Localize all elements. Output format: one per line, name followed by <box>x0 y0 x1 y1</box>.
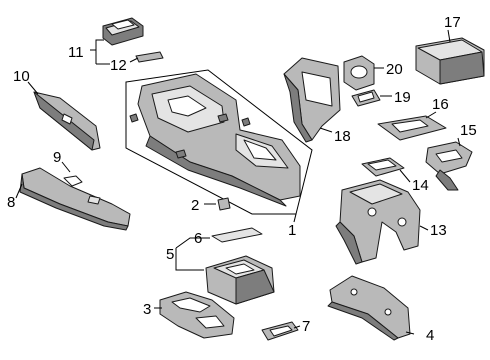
part-armrest-lid <box>415 37 485 85</box>
callout-15: 15 <box>460 122 477 139</box>
callout-14: 14 <box>412 177 429 194</box>
callout-19: 19 <box>394 89 411 106</box>
callout-16: 16 <box>432 96 449 113</box>
part-lower-side-trim <box>19 167 131 231</box>
part-small-bracket <box>351 89 381 107</box>
callout-3: 3 <box>143 301 151 318</box>
callout-2: 2 <box>191 197 199 214</box>
callout-20: 20 <box>386 61 403 78</box>
callout-labels: 11 12 10 9 8 1 2 6 5 3 7 4 13 14 15 16 1… <box>7 14 477 344</box>
part-hinge-bracket <box>425 141 473 191</box>
part-left-trim-panel <box>33 91 101 151</box>
part-console-frame <box>335 179 421 265</box>
callout-11: 11 <box>68 44 84 61</box>
callout-8: 8 <box>7 194 15 211</box>
part-floor-bracket <box>327 275 411 341</box>
part-tray <box>361 157 405 177</box>
callout-10: 10 <box>13 68 30 85</box>
part-upper-bezel <box>283 57 341 143</box>
part-small-clip-7 <box>261 321 299 341</box>
part-cup-holder-ring <box>343 55 375 91</box>
callout-6: 6 <box>194 230 202 247</box>
part-bottom-frame <box>159 291 235 339</box>
callout-12: 12 <box>110 57 127 74</box>
part-pad <box>135 51 164 63</box>
part-lid-hinge-plate <box>377 115 447 141</box>
part-storage-pad <box>211 227 263 243</box>
callout-1: 1 <box>288 222 296 239</box>
callout-13: 13 <box>430 222 447 239</box>
leader-lines <box>15 29 461 335</box>
part-main-console <box>125 69 313 215</box>
part-small-clip <box>217 197 231 211</box>
callout-9: 9 <box>53 149 61 166</box>
part-storage-box <box>205 255 275 305</box>
callout-17: 17 <box>444 14 461 31</box>
callout-18: 18 <box>334 128 351 145</box>
callout-5: 5 <box>166 246 174 263</box>
callout-4: 4 <box>426 327 434 344</box>
part-cup-insert <box>102 17 144 46</box>
callout-7: 7 <box>302 318 310 335</box>
